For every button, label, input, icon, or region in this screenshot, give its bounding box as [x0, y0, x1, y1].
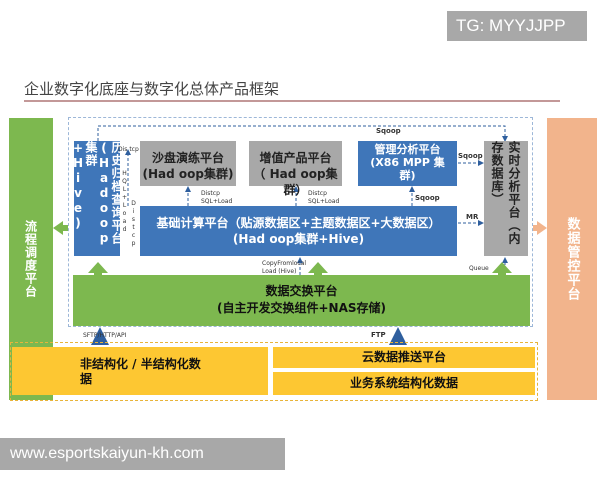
- management-analysis-line2: (X86 MPP 集: [370, 156, 445, 169]
- unstructured-line2: 据: [80, 372, 93, 386]
- management-analysis-platform: 管理分析平台 (X86 MPP 集 群): [358, 141, 457, 186]
- edge-label-ftp: FTP: [371, 331, 386, 339]
- data-governance-label: 数据管控平台: [564, 217, 580, 301]
- unstructured-data-box: 非结构化 / 半结构化数 据: [12, 347, 268, 395]
- realtime-analysis-label: 实时分析平台（内存数据库）: [490, 141, 521, 245]
- management-analysis-title: 管理分析平台: [374, 143, 441, 156]
- data-exchange-title: 数据交换平台: [265, 284, 338, 298]
- edge-label-sqoop-right: Sqoop: [458, 152, 483, 160]
- data-exchange-platform: 数据交换平台 (自主开发交换组件+NAS存储): [73, 275, 530, 326]
- watermark-top: TG: MYYJJPP: [447, 11, 587, 41]
- title-underline: [24, 100, 560, 102]
- source-data-frame: [10, 342, 538, 401]
- edge-label-sqoop-mid: Sqoop: [415, 194, 440, 202]
- platform-frame: [68, 117, 533, 327]
- history-archive-label: 历史归档查询平台(Hadoop集群+Hive): [71, 141, 124, 246]
- edge-label-load-hive: Load (Hive): [262, 268, 297, 275]
- edge-label-dis-top: Dis tcp: [118, 146, 139, 153]
- edge-label-sql-load-a: SQL+Load: [201, 198, 233, 205]
- unstructured-line1: 非结构化 / 半结构化数: [80, 357, 201, 371]
- edge-label-distcp-left: Distcp: [130, 200, 137, 248]
- edge-label-distcp-a: Distcp: [201, 190, 220, 197]
- watermark-bottom: www.esportskaiyun-kh.com: [0, 438, 285, 470]
- value-added-platform: 增值产品平台 （ Had oop集群）: [249, 141, 342, 197]
- process-scheduling-label: 流程调度平台: [23, 220, 38, 298]
- history-archive-platform: 历史归档查询平台(Hadoop集群+Hive): [71, 141, 124, 256]
- data-governance-platform: 数据管控平台: [547, 118, 597, 400]
- cloud-push-platform: 云数据推送平台: [273, 347, 535, 368]
- base-computing-subtitle: (Had oop集群+Hive): [232, 232, 365, 246]
- sandbox-subtitle: (Had oop集群): [142, 167, 234, 181]
- edge-label-distcp-b: Distcp: [308, 190, 327, 197]
- sandbox-title: 沙盘演练平台: [151, 151, 224, 165]
- realtime-analysis-platform: 实时分析平台（内存数据库）: [484, 141, 528, 256]
- management-analysis-line3: 群): [399, 169, 416, 182]
- edge-label-sql-load-b: SQL+Load: [308, 198, 340, 205]
- edge-label-hql-load: HQL+Load: [121, 170, 128, 234]
- sandbox-platform: 沙盘演练平台 (Had oop集群): [140, 141, 236, 186]
- base-computing-platform: 基础计算平台（贴源数据区+主题数据区+大数据区） (Had oop集群+Hive…: [140, 206, 457, 256]
- base-computing-title: 基础计算平台（贴源数据区+主题数据区+大数据区）: [156, 216, 441, 230]
- business-structured-data: 业务系统结构化数据: [273, 372, 535, 395]
- value-added-subtitle: （ Had oop集群）: [253, 167, 338, 197]
- edge-label-sqoop-top: Sqoop: [376, 127, 401, 135]
- diagram-title: 企业数字化底座与数字化总体产品框架: [24, 80, 280, 98]
- edge-label-sftp: SFTP/HTTP/API: [83, 332, 127, 339]
- edge-label-mr: MR: [466, 213, 479, 221]
- data-exchange-subtitle: (自主开发交换组件+NAS存储): [217, 301, 386, 315]
- edge-label-copy-from: CopyFromlocal: [262, 260, 307, 267]
- value-added-title: 增值产品平台: [259, 151, 332, 165]
- edge-label-queue: Queue: [469, 265, 489, 272]
